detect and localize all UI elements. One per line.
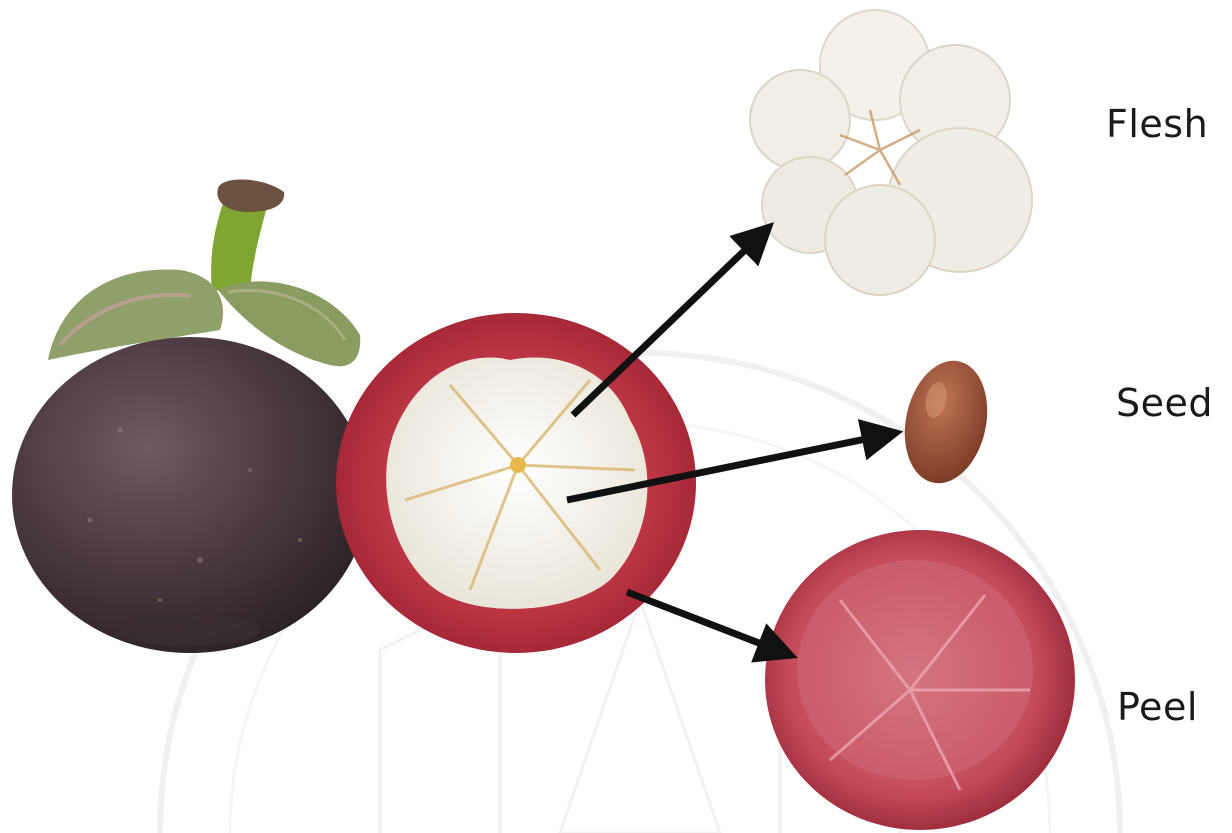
flesh-segments [750, 10, 1032, 295]
flesh-label: Flesh [1106, 102, 1208, 146]
arrow-to-flesh [573, 228, 768, 415]
seed [894, 353, 998, 491]
peel [765, 530, 1075, 830]
whole-mangosteen [12, 179, 368, 653]
seed-label: Seed [1116, 381, 1213, 425]
peel-label: Peel [1117, 685, 1198, 729]
arrow-to-peel [627, 592, 790, 655]
